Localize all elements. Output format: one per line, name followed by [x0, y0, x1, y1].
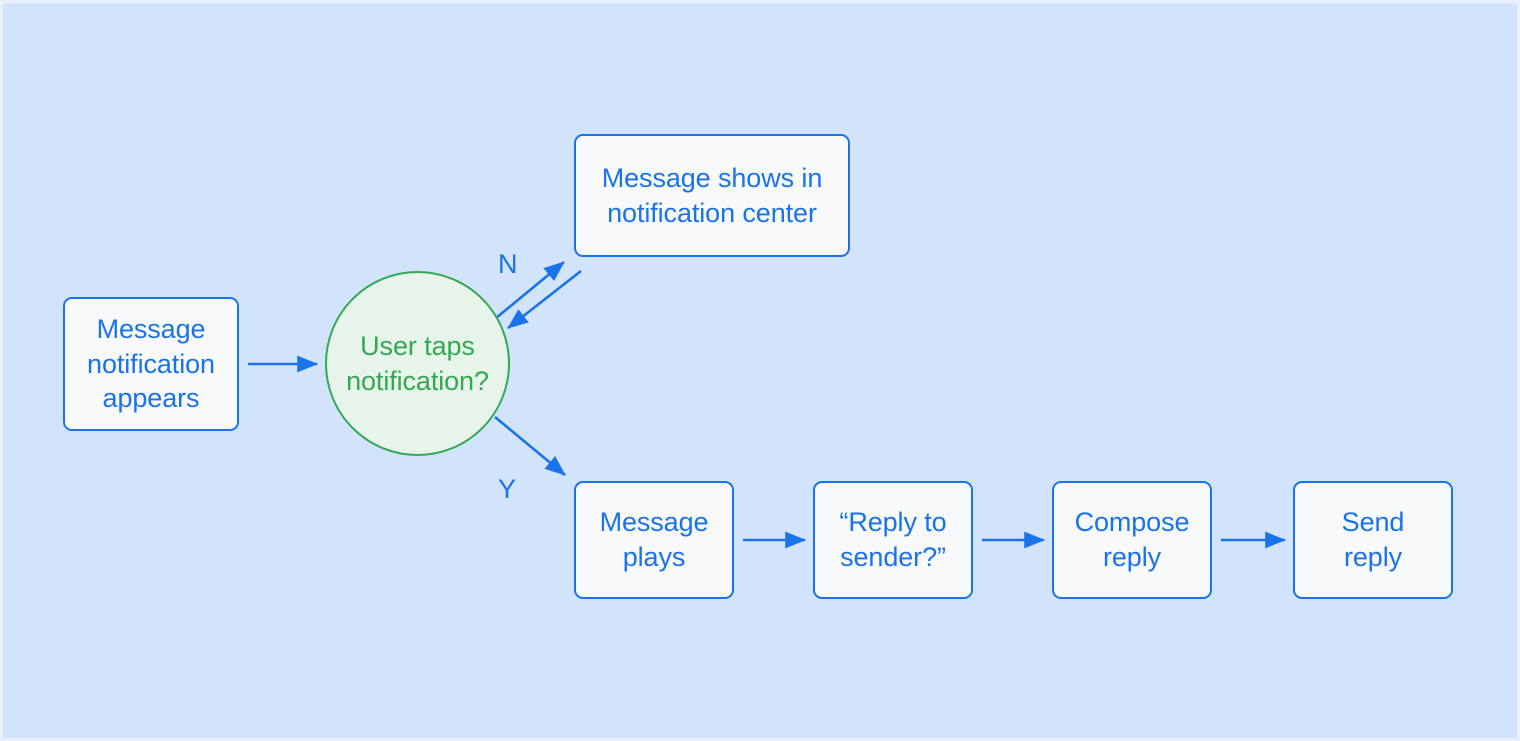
node-user-taps-notification[interactable]: User taps notification? — [325, 271, 510, 456]
node-message-plays[interactable]: Message plays — [574, 481, 734, 599]
edge-label-n: N — [498, 249, 518, 279]
node-compose-reply[interactable]: Compose reply — [1052, 481, 1212, 599]
node-message-shows-in-notification-center[interactable]: Message shows in notification center — [574, 134, 850, 257]
edge-notification-center-to-decision — [507, 269, 582, 330]
node-send-reply[interactable]: Send reply — [1293, 481, 1453, 599]
node-message-notification-appears[interactable]: Message notification appears — [63, 297, 239, 431]
edge-decision-to-message-plays — [494, 415, 566, 477]
edge-label-y: Y — [498, 474, 517, 504]
node-reply-to-sender[interactable]: “Reply to sender?” — [813, 481, 973, 599]
